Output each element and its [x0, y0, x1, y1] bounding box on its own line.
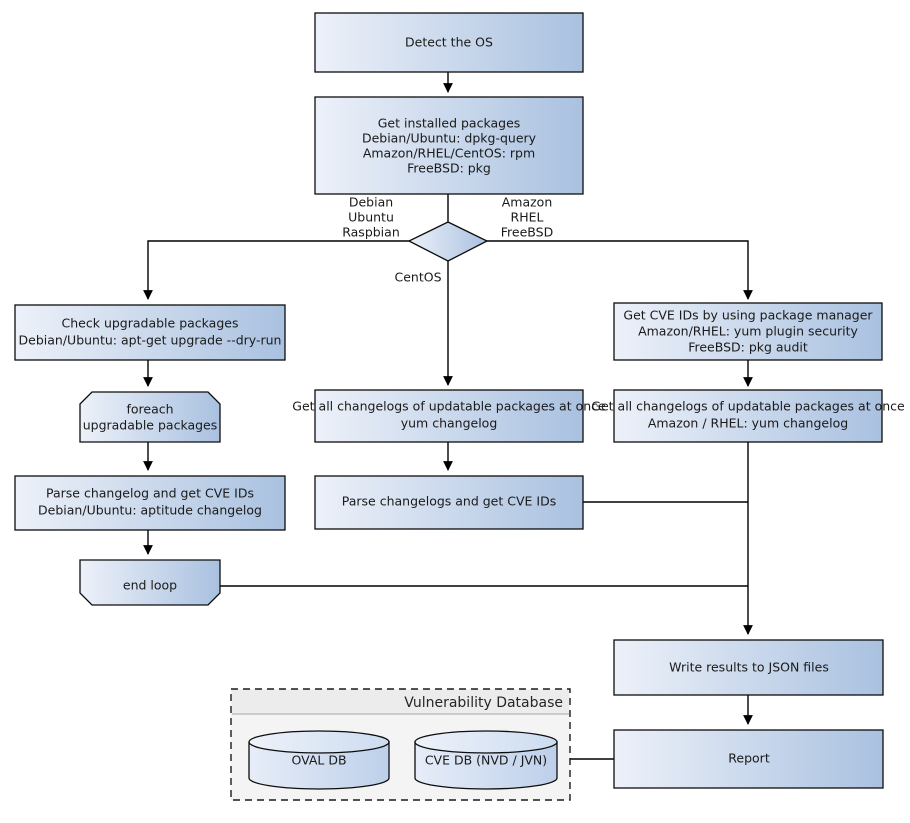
db-cylinder-oval-label: OVAL DB [291, 753, 346, 768]
node-foreach-loop[interactable]: foreach upgradable packages [79, 391, 221, 443]
node-get-cve-ids-pkgmgr-line2: Amazon/RHEL: yum plugin security [638, 324, 858, 339]
node-end-loop-label: end loop [123, 578, 177, 593]
node-parse-changelogs-centos[interactable]: Parse changelogs and get CVE IDs [314, 475, 584, 530]
node-get-cve-ids-pkgmgr-line1: Get CVE IDs by using package manager [623, 308, 873, 323]
db-cylinder-cve-label: CVE DB (NVD / JVN) [425, 753, 547, 768]
node-get-installed-packages-line1: Get installed packages [378, 116, 521, 131]
branch-label-center: CentOS [394, 270, 441, 285]
node-end-loop[interactable]: end loop [79, 559, 221, 606]
node-get-changelogs-centos[interactable]: Get all changelogs of updatable packages… [292, 389, 606, 443]
node-get-changelogs-amazon-line2: Amazon / RHEL: yum changelog [648, 416, 848, 431]
db-cylinder-cve[interactable]: CVE DB (NVD / JVN) [414, 730, 558, 790]
edge-decision-right [486, 240, 753, 300]
node-get-changelogs-centos-line2: yum changelog [401, 416, 498, 431]
branch-label-left-3: Raspbian [342, 225, 400, 240]
node-foreach-loop-line1: foreach [126, 402, 173, 417]
node-get-installed-packages-line3: Amazon/RHEL/CentOS: rpm [363, 146, 535, 161]
branch-label-right-3: FreeBSD [501, 225, 553, 240]
node-get-installed-packages[interactable]: Get installed packages Debian/Ubuntu: dp… [314, 96, 584, 195]
node-foreach-loop-line2: upgradable packages [83, 418, 218, 433]
node-detect-os[interactable]: Detect the OS [314, 12, 584, 73]
branch-label-left-2: Ubuntu [348, 210, 394, 225]
group-vulnerability-database: Vulnerability Database OVAL DB CVE DB (N… [230, 688, 571, 801]
branch-label-left-1: Debian [349, 195, 393, 210]
node-write-results-label: Write results to JSON files [669, 660, 829, 675]
node-get-changelogs-amazon-line1: Get all changelogs of updatable packages… [591, 399, 905, 414]
node-os-decision-diamond[interactable] [407, 221, 489, 262]
node-write-results[interactable]: Write results to JSON files [613, 639, 884, 696]
node-check-upgradable-line1: Check upgradable packages [62, 316, 239, 331]
branch-labels: Debian Ubuntu Raspbian Amazon RHEL FreeB… [342, 195, 553, 285]
connectors [143, 72, 753, 760]
node-report[interactable]: Report [613, 729, 884, 789]
branch-label-right-2: RHEL [511, 210, 544, 225]
node-get-cve-ids-pkgmgr-line3: FreeBSD: pkg audit [688, 340, 808, 355]
node-get-installed-packages-line4: FreeBSD: pkg [407, 161, 491, 176]
edge-decision-left [143, 240, 410, 300]
node-check-upgradable-line2: Debian/Ubuntu: apt-get upgrade --dry-run [19, 333, 282, 348]
node-check-upgradable[interactable]: Check upgradable packages Debian/Ubuntu:… [14, 304, 286, 361]
node-parse-changelogs-centos-label: Parse changelogs and get CVE IDs [342, 494, 556, 509]
node-detect-os-label: Detect the OS [405, 35, 493, 50]
group-title-label: Vulnerability Database [404, 695, 563, 711]
node-report-label: Report [728, 751, 770, 766]
group-header-band [232, 690, 569, 714]
node-parse-changelog-debian-line2: Debian/Ubuntu: aptitude changelog [38, 503, 262, 518]
node-get-changelogs-amazon[interactable]: Get all changelogs of updatable packages… [591, 389, 905, 443]
node-parse-changelog-debian[interactable]: Parse changelog and get CVE IDs Debian/U… [14, 475, 286, 531]
node-get-cve-ids-pkgmgr[interactable]: Get CVE IDs by using package manager Ama… [613, 302, 883, 361]
db-cylinder-oval[interactable]: OVAL DB [248, 730, 390, 790]
node-get-changelogs-centos-line1: Get all changelogs of updatable packages… [292, 399, 606, 414]
branch-label-right-1: Amazon [502, 195, 553, 210]
node-parse-changelog-debian-line1: Parse changelog and get CVE IDs [46, 486, 254, 501]
node-get-installed-packages-line2: Debian/Ubuntu: dpkg-query [362, 131, 537, 146]
